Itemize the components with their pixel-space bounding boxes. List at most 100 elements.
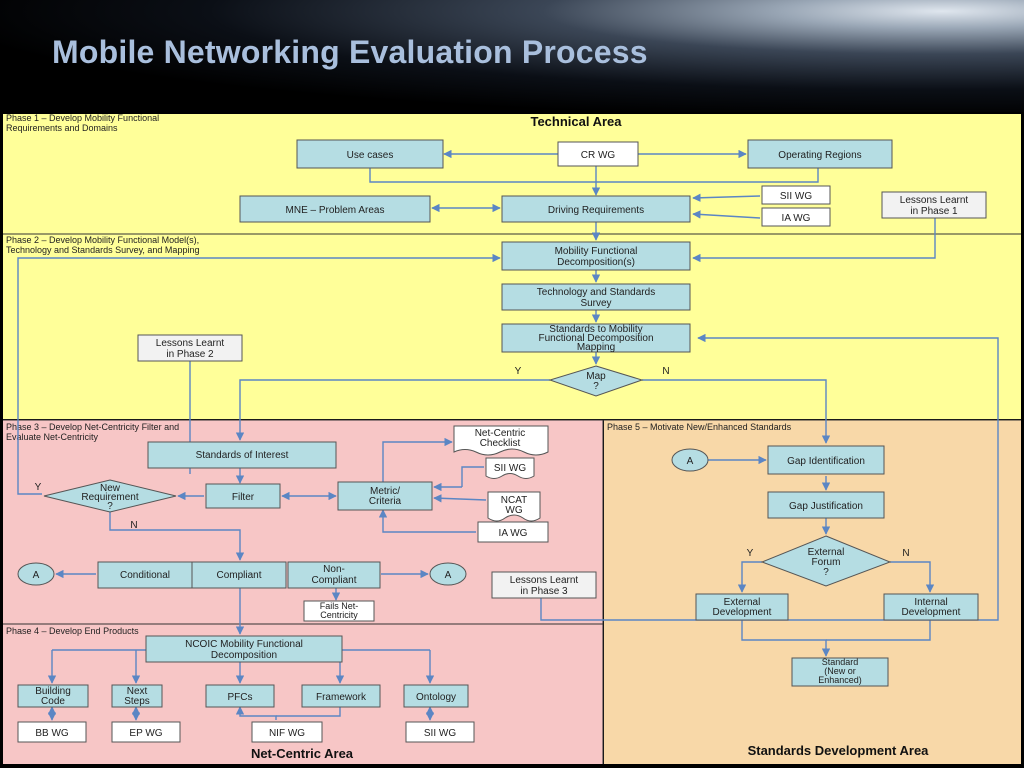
metric-criteria-box [337,481,433,511]
ia-wg-top-label: IA WG [782,213,811,224]
soi-label: Standards of Interest [196,450,289,461]
noncompliant-label-2: Compliant [311,575,356,586]
compliant-box [191,561,287,589]
sii-wg-mid-doc [485,457,535,479]
gap-justification-box [767,491,885,519]
connector-a-middle [429,562,467,586]
map-label-1: Map [586,371,606,382]
extdev-label-2: Development [713,607,772,618]
standard-label-3: Enhanced) [818,675,862,685]
ext-forum-label-3: ? [823,567,829,578]
newreq-label-2: Requirement [81,492,138,503]
slide-title: Mobile Networking Evaluation Process [52,34,648,70]
ncat-label-1: NCAT [501,495,527,506]
driving-requirements-box [501,195,691,223]
bb-wg-box [17,721,87,743]
map-decision [548,365,644,397]
ncoic-label-1: NCOIC Mobility Functional [185,639,303,650]
ncc-label-1: Net-Centric [475,428,526,439]
noncompliant-label-1: Non- [323,564,345,575]
ext-forum-label-1: External [808,547,845,558]
ontology-label: Ontology [416,692,456,703]
nif-wg-label: NIF WG [269,728,305,739]
lessons1-label-2: in Phase 1 [910,206,958,217]
connector-a-left [17,562,55,586]
net-centric-checklist-doc [453,425,549,456]
phase5-label: Phase 5 – Motivate New/Enhanced Standard… [607,422,792,432]
ep-wg-label: EP WG [129,728,162,739]
sii-wg-mid-label: SII WG [494,463,526,474]
compliant-label: Compliant [216,570,261,581]
lessons1-label-1: Lessons Learnt [900,195,969,206]
fails-net-centricity-box [303,600,375,622]
technology-standards-survey-box [501,283,691,311]
lessons3-label-1: Lessons Learnt [510,575,579,586]
standard-label-2: (New or [824,666,856,676]
next-steps-label-2: Steps [124,696,150,707]
mobility-functional-decomposition-box [501,241,691,271]
ncoic-label-2: Decomposition [211,650,277,661]
phase4-label: Phase 4 – Develop End Products [6,626,139,636]
use-cases-box [296,139,444,169]
operating-regions-box [747,139,893,169]
intdev-label-2: Development [902,607,961,618]
tss-label-1: Technology and Standards [537,287,655,298]
connector-a-right [671,448,709,472]
newreq-no-label: N [130,520,137,531]
sii-wg-top-label: SII WG [780,191,812,202]
lessons-phase3-box [491,571,597,599]
standard-result-box [791,657,889,687]
newreq-yes-label: Y [35,482,42,493]
next-steps-box [111,684,163,708]
internal-development-box [883,593,979,621]
a-left-label: A [33,570,40,581]
intdev-label-1: Internal [914,597,947,608]
fails-label-2: Centricity [320,610,358,620]
next-steps-label-1: Next [127,686,148,697]
building-code-label-2: Code [41,696,65,707]
external-forum-decision [760,535,892,587]
use-cases-label: Use cases [347,150,394,161]
ncat-wg-doc [487,491,541,522]
ia-wg-top-box [761,207,831,227]
external-development-box [695,593,789,621]
phase3-label-1: Phase 3 – Develop Net-Centricity Filter … [6,422,179,432]
lessons-phase2-box [137,334,243,362]
building-code-box [17,684,89,708]
gap-identification-box [767,445,885,475]
standards-area-title: Standards Development Area [748,743,930,758]
ext-forum-yes-label: Y [747,548,754,559]
newreq-label-3: ? [107,501,113,512]
gap-just-label: Gap Justification [789,501,863,512]
bb-wg-label: BB WG [35,728,69,739]
cr-wg-box [557,141,639,167]
ncc-label-2: Checklist [480,438,521,449]
a-right-label: A [687,456,694,467]
standard-label-1: Standard [822,657,859,667]
conditional-label: Conditional [120,570,170,581]
ncoic-decomposition-box [145,635,343,663]
building-code-label-1: Building [35,686,71,697]
ncat-label-2: WG [505,505,522,516]
standards-mapping-box [501,323,691,353]
lessons3-label-2: in Phase 3 [520,586,568,597]
metric-label-2: Criteria [369,496,402,507]
net-centric-area-title: Net-Centric Area [251,746,354,761]
map-yes-label: Y [515,366,522,377]
ep-wg-box [111,721,181,743]
sii-wg-top-box [761,185,831,205]
process-diagram: Phase 1 – Develop Mobility Functional Re… [3,113,1021,764]
stm-label-1: Standards to Mobility [549,324,642,335]
ia-wg-mid-box [477,521,549,543]
newreq-label-1: New [100,483,121,494]
lessons2-label-2: in Phase 2 [166,349,214,360]
phase1-label-1: Phase 1 – Develop Mobility Functional [6,113,159,123]
stm-label-2: Functional Decomposition [538,333,653,344]
a-middle-label: A [445,570,452,581]
mne-problem-areas-box [239,195,431,223]
ext-forum-no-label: N [902,548,909,559]
ia-wg-mid-label: IA WG [499,528,528,539]
phase2-label-2: Technology and Standards Survey, and Map… [6,245,199,255]
metric-label-1: Metric/ [370,486,400,497]
technical-area-title: Technical Area [530,114,622,129]
